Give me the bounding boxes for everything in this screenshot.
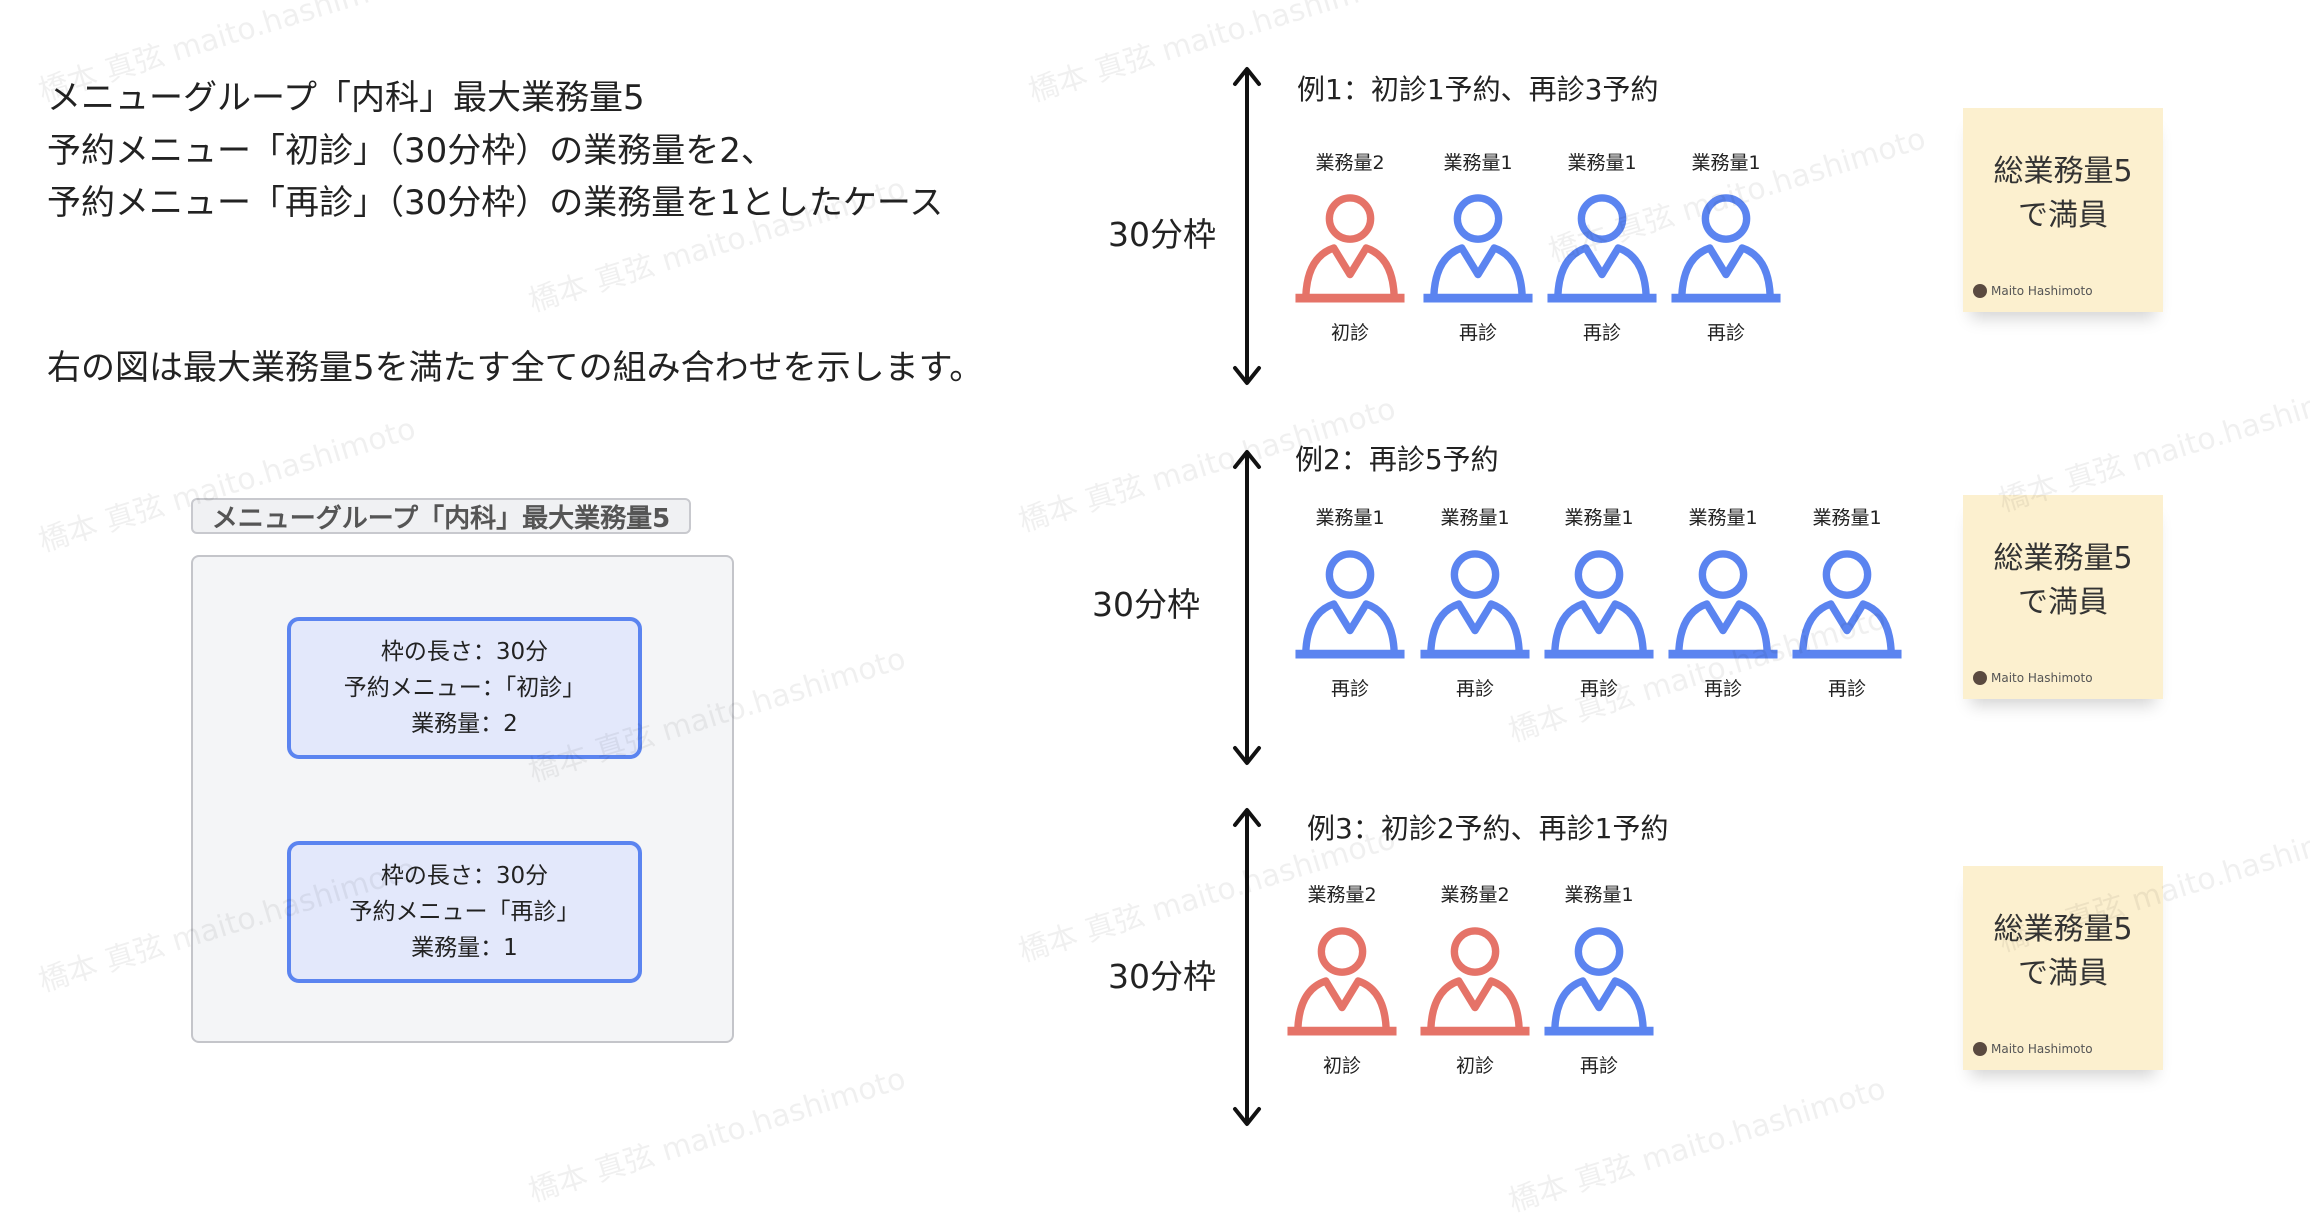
person-type-label: 再診 — [1827, 678, 1866, 700]
avatar — [1973, 671, 1987, 685]
revisit-patient — [1422, 192, 1534, 311]
note-line-2: で満員 — [2018, 956, 2108, 991]
menu-load: 業務量：2 — [411, 711, 518, 737]
person-icon — [1668, 550, 1778, 659]
revisit-patient — [1670, 192, 1782, 311]
person-type-label: 初診 — [1455, 1055, 1494, 1077]
menu-name: 予約メニュー：「初診」 — [343, 675, 586, 701]
note-line-1: 総業務量5 — [1993, 541, 2133, 576]
person-icon — [1547, 194, 1657, 303]
person-type-label: 再診 — [1579, 678, 1618, 700]
double-arrow-icon — [1233, 67, 1261, 385]
person-load-label: 業務量1 — [1812, 507, 1882, 529]
double-arrow-icon — [1233, 808, 1261, 1126]
example-title: 例2：再診5予約 — [1295, 443, 1499, 476]
menu-slot-length: 枠の長さ：30分 — [380, 863, 549, 889]
person-load-label: 業務量1 — [1688, 507, 1758, 529]
revisit-patient — [1294, 548, 1406, 667]
person-load-label: 業務量2 — [1315, 152, 1385, 174]
intro-caption: 右の図は最大業務量5を満たす全ての組み合わせを示します。 — [47, 348, 984, 388]
note-line-2: で満員 — [2018, 585, 2108, 620]
person-type-label: 初診 — [1322, 1055, 1361, 1077]
watermark: 橋本 真弦 maito.hashimoto — [34, 411, 420, 560]
slot-label: 30分枠 — [1108, 215, 1216, 254]
person-icon — [1792, 550, 1902, 659]
note-line-1: 総業務量5 — [1993, 154, 2133, 189]
sticky-note: 総業務量5 で満員 Maito Hashimoto — [1963, 108, 2163, 312]
menu-name: 予約メニュー「再診」 — [349, 899, 580, 925]
person-type-label: 再診 — [1579, 1055, 1618, 1077]
person-load-label: 業務量2 — [1440, 884, 1510, 906]
person-icon — [1295, 194, 1405, 303]
sticky-note: 総業務量5 で満員 Maito Hashimoto — [1963, 866, 2163, 1070]
revisit-patient — [1543, 925, 1655, 1044]
first-visit-patient — [1419, 925, 1531, 1044]
person-load-label: 業務量1 — [1564, 884, 1634, 906]
avatar — [1973, 1042, 1987, 1056]
watermark: 橋本 真弦 maito.hashimoto — [1504, 1071, 1890, 1220]
slot-label: 30分枠 — [1108, 957, 1216, 996]
person-load-label: 業務量1 — [1443, 152, 1513, 174]
intro-line-3: 予約メニュー「再診」（30分枠）の業務量を1としたケース — [47, 183, 944, 223]
revisit-patient — [1419, 548, 1531, 667]
person-load-label: 業務量2 — [1307, 884, 1377, 906]
note-line-1: 総業務量5 — [1993, 912, 2133, 947]
person-type-label: 再診 — [1706, 322, 1745, 344]
person-icon — [1287, 927, 1397, 1036]
example-title: 例1：初診1予約、再診3予約 — [1297, 73, 1659, 106]
revisit-patient — [1543, 548, 1655, 667]
revisit-patient — [1546, 192, 1658, 311]
person-type-label: 再診 — [1582, 322, 1621, 344]
first-visit-patient — [1286, 925, 1398, 1044]
person-type-label: 再診 — [1458, 322, 1497, 344]
note-line-2: で満員 — [2018, 198, 2108, 233]
person-load-label: 業務量1 — [1564, 507, 1634, 529]
double-arrow-icon — [1233, 450, 1261, 765]
person-icon — [1420, 550, 1530, 659]
menu-slot-length: 枠の長さ：30分 — [380, 639, 549, 665]
slot-label: 30分枠 — [1092, 585, 1200, 624]
person-load-label: 業務量1 — [1567, 152, 1637, 174]
note-author: Maito Hashimoto — [1991, 284, 2093, 298]
person-icon — [1420, 927, 1530, 1036]
person-icon — [1423, 194, 1533, 303]
menu-box-first-visit: 枠の長さ：30分 予約メニュー：「初診」 業務量：2 — [287, 617, 642, 759]
note-author: Maito Hashimoto — [1991, 1042, 2093, 1056]
person-type-label: 再診 — [1330, 678, 1369, 700]
watermark: 橋本 真弦 maito.hashimoto — [524, 1061, 910, 1210]
sticky-note: 総業務量5 で満員 Maito Hashimoto — [1963, 495, 2163, 699]
revisit-patient — [1667, 548, 1779, 667]
revisit-patient — [1791, 548, 1903, 667]
person-icon — [1544, 927, 1654, 1036]
person-load-label: 業務量1 — [1691, 152, 1761, 174]
person-icon — [1544, 550, 1654, 659]
menu-load: 業務量：1 — [411, 935, 518, 961]
person-icon — [1671, 194, 1781, 303]
person-load-label: 業務量1 — [1315, 507, 1385, 529]
first-visit-patient — [1294, 192, 1406, 311]
person-load-label: 業務量1 — [1440, 507, 1510, 529]
group-label: メニューグループ「内科」最大業務量5 — [191, 498, 691, 534]
person-type-label: 再診 — [1455, 678, 1494, 700]
person-icon — [1295, 550, 1405, 659]
intro-line-1: メニューグループ「内科」最大業務量5 — [47, 78, 645, 118]
note-author: Maito Hashimoto — [1991, 671, 2093, 685]
person-type-label: 再診 — [1703, 678, 1742, 700]
person-type-label: 初診 — [1330, 322, 1369, 344]
intro-line-2: 予約メニュー「初診」（30分枠）の業務量を2、 — [47, 131, 775, 171]
menu-box-revisit: 枠の長さ：30分 予約メニュー「再診」 業務量：1 — [287, 841, 642, 983]
avatar — [1973, 284, 1987, 298]
example-title: 例3：初診2予約、再診1予約 — [1307, 812, 1669, 845]
